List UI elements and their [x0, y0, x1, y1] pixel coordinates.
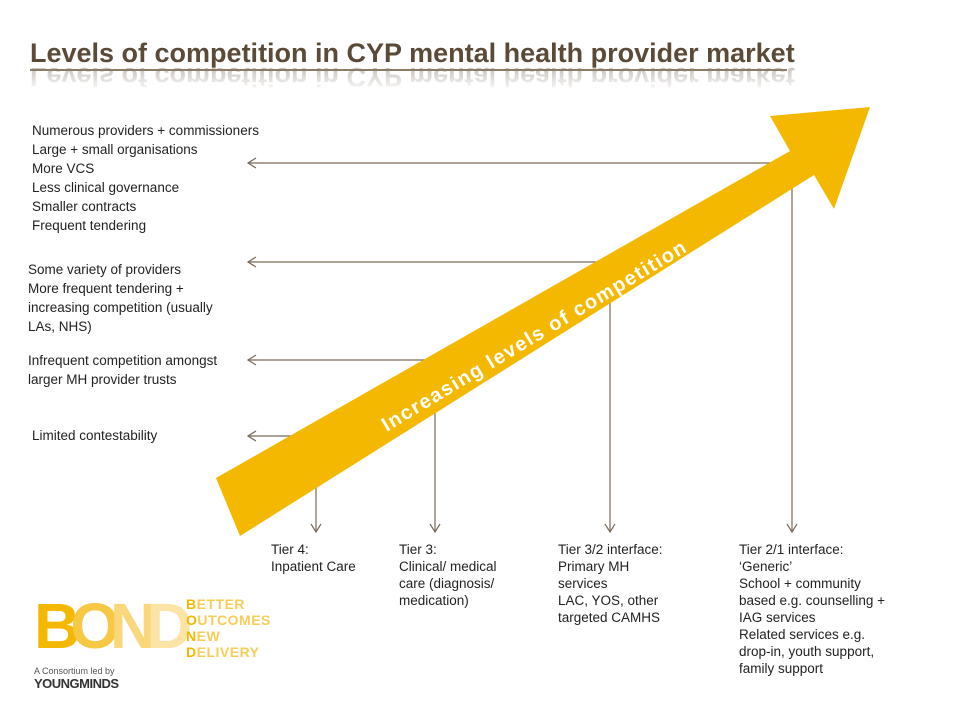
arrowhead-tier-4 [310, 523, 322, 534]
youngminds-logo: YOUNGMINDS [34, 676, 119, 691]
arrowhead-tier-2-1 [786, 523, 798, 534]
tier-3-2-label: Tier 3/2 interface: Primary MH services … [558, 542, 663, 625]
arrowhead-tier-3-2 [604, 523, 616, 534]
increasing-competition-arrow [216, 107, 870, 536]
bond-logo-mark: BOND [34, 590, 192, 662]
level-1-text: Numerous providers + commissioners Large… [32, 123, 259, 233]
level-4-text: Limited contestability [32, 428, 158, 443]
level-3-text: Infrequent competition amongst larger MH… [28, 353, 218, 387]
arrowhead-tier-3 [429, 523, 441, 534]
page-title: Levels of competition in CYP mental heal… [30, 38, 795, 68]
bond-acronym: BETTER OUTCOMES NEW DELIVERY [186, 596, 271, 660]
tier-3-label: Tier 3: Clinical/ medical care (diagnosi… [399, 542, 497, 608]
arrowhead-level-2 [246, 256, 257, 268]
tier-2-1-label: Tier 2/1 interface: ‘Generic’ School + c… [739, 542, 885, 676]
arrowhead-level-3 [246, 354, 257, 366]
arrowhead-level-1 [246, 157, 257, 169]
arrowhead-level-4 [246, 430, 257, 442]
consortium-text: A Consortium led by [34, 666, 115, 676]
level-2-text: Some variety of providers More frequent … [28, 262, 213, 334]
tier-4-label: Tier 4: Inpatient Care [271, 542, 356, 574]
title-underline [30, 69, 787, 71]
